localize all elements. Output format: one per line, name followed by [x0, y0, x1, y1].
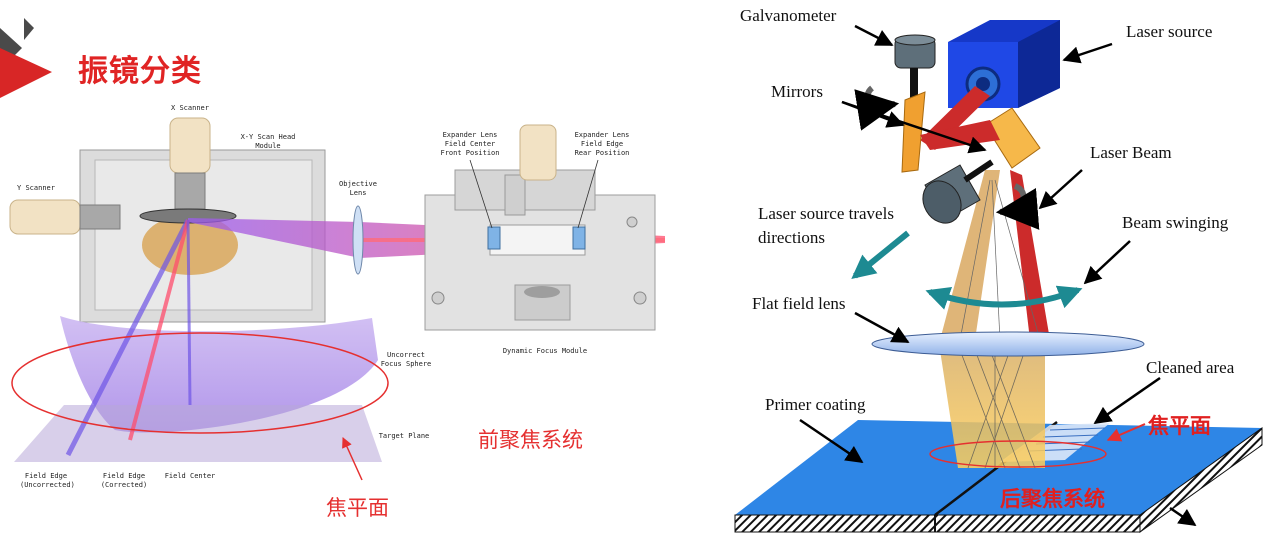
label-xy-scan-head: X-Y Scan Head Module: [240, 133, 296, 150]
label-x-scanner: X Scanner: [171, 104, 209, 112]
label-field-edge-uncorrected: Field Edge (Uncorrected): [20, 472, 75, 489]
focal-plane-arrow-left: [342, 437, 363, 481]
focused-beam-cone: [940, 350, 1045, 468]
label-flat-field-lens: Flat field lens: [752, 294, 846, 313]
ray-field-edge-uncorrected: [65, 218, 191, 457]
galvanometer-pointer: [854, 24, 894, 47]
x-scanner-motor: [169, 117, 211, 210]
mirror-2: [984, 107, 1041, 169]
flat-field-lens-pointer: [854, 311, 910, 344]
primer-coating-pointer: [799, 418, 864, 464]
focal-plane-highlight-right: [929, 440, 1107, 468]
galvanometer-lower: [922, 159, 994, 224]
beam-swing-arrow: [925, 285, 1083, 310]
label-target-plane: Target Plane: [378, 432, 430, 440]
caption-rear-focus-system: 后聚焦系统: [1000, 487, 1105, 511]
label-expander-front: Expander Lens Field Center Front Positio…: [440, 131, 500, 157]
y-scanner-motor: [9, 199, 121, 235]
label-laser-beam: Laser Beam: [1090, 143, 1172, 162]
focal-plane-arrow-right: [1106, 423, 1146, 442]
label-y-scanner: Y Scanner: [17, 184, 55, 192]
label-dynamic-focus-module: Dynamic Focus Module: [502, 347, 588, 355]
laser-source-box: [948, 20, 1060, 108]
label-cleaned-area: Cleaned area: [1146, 358, 1235, 377]
rotation-arrow-top: [854, 85, 900, 131]
caption-focal-plane-left: 焦平面: [326, 496, 389, 520]
label-field-center: Field Center: [164, 472, 216, 480]
galvanometer-top: [894, 34, 936, 113]
ray-field-center: [186, 219, 192, 406]
label-laser-source: Laser source: [1126, 22, 1213, 41]
laser-source-pointer: [1062, 42, 1113, 64]
travel-direction-arrow: [851, 230, 910, 280]
mirror-1: [901, 91, 926, 173]
label-beam-swinging: Beam swinging: [1122, 213, 1229, 232]
label-travel-directions: Laser source travels directions: [758, 204, 894, 247]
label-objective-lens: Objective Lens: [339, 180, 377, 197]
caption-front-focus-system: 前聚焦系统: [478, 428, 583, 452]
mirror-pointer-2: [841, 100, 987, 154]
beam-swinging-pointer: [1083, 240, 1131, 285]
focal-plane-highlight: [11, 332, 389, 434]
label-mirrors: Mirrors: [771, 82, 823, 101]
objective-lens: [352, 205, 364, 275]
dynamic-focus-module: [424, 124, 656, 331]
flat-field-lens: [871, 331, 1145, 357]
label-uncorrect-focus-sphere: Uncorrect Focus Sphere: [380, 351, 432, 368]
ray-field-edge-corrected: [128, 219, 190, 441]
corner-logo: [0, 18, 52, 98]
label-galvanometer: Galvanometer: [740, 6, 837, 25]
cleaned-area-pointer: [1093, 376, 1161, 425]
label-primer-coating: Primer coating: [765, 395, 866, 414]
slide-title: 振镜分类: [78, 54, 202, 89]
label-field-edge-corrected: Field Edge (Corrected): [100, 472, 148, 489]
label-expander-rear: Expander Lens Field Edge Rear Position: [574, 131, 630, 157]
rotation-arrow-lower: [995, 183, 1040, 230]
laser-beam-pointer: [1038, 169, 1083, 210]
plate-edge-pointer: [1169, 506, 1197, 527]
caption-focal-plane-right: 焦平面: [1148, 414, 1211, 438]
